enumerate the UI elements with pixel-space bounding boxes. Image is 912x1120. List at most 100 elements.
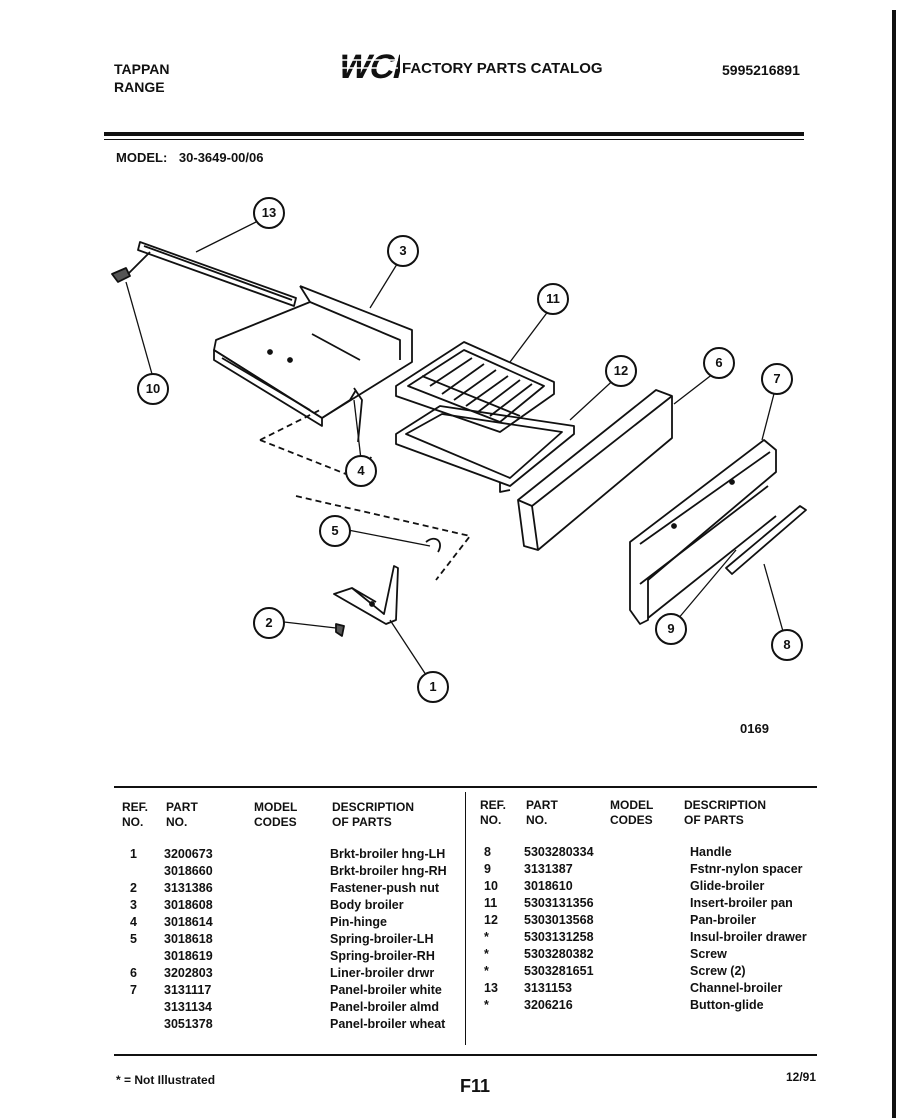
part-no: 5303131356 [524, 896, 594, 910]
brand-block: TAPPAN RANGE [114, 60, 169, 96]
model-label: MODEL: [116, 150, 168, 165]
part-no: 5303280382 [524, 947, 594, 961]
part-no: 5303280334 [524, 845, 594, 859]
description: Brkt-broiler hng-RH [330, 864, 447, 878]
part-no: 5303281651 [524, 964, 594, 978]
catalog-title: FACTORY PARTS CATALOG [402, 60, 603, 77]
callout-9: 9 [655, 613, 687, 645]
table-column-divider [465, 792, 466, 1045]
figure-number: 0169 [740, 721, 769, 736]
ref-no: * [484, 998, 489, 1012]
header-ref-no-right: REF.NO. [480, 798, 507, 827]
callout-5: 5 [319, 515, 351, 547]
description: Screw [690, 947, 727, 961]
part-no: 3018614 [164, 915, 213, 929]
part-pin-hinge [353, 387, 363, 443]
catalog-number: 5995216891 [722, 62, 800, 78]
part-fastener-push-nut [335, 623, 345, 637]
part-bracket-broiler-hinge [333, 565, 399, 625]
callout-12: 12 [605, 355, 637, 387]
ref-no: 5 [130, 932, 137, 946]
footnote: * = Not Illustrated [116, 1073, 216, 1087]
model-line: MODEL: 30-3649-00/06 [116, 150, 271, 165]
description: Liner-broiler drwr [330, 966, 435, 980]
description: Handle [690, 845, 732, 859]
part-no: 3051378 [164, 1017, 213, 1031]
svg-text:WCI: WCI [335, 48, 400, 85]
part-no: 3131387 [524, 862, 573, 876]
ref-no: 10 [484, 879, 498, 893]
description: Insul-broiler drawer [690, 930, 807, 944]
exploded-parts-diagram [111, 215, 807, 685]
part-pan-broiler [395, 405, 575, 493]
page-border [892, 10, 896, 1118]
callout-6: 6 [703, 347, 735, 379]
description: Panel-broiler wheat [330, 1017, 446, 1031]
part-no: 3202803 [164, 966, 213, 980]
header-rule [104, 132, 804, 136]
ref-no: * [484, 947, 489, 961]
ref-no: * [484, 964, 489, 978]
wci-logo: WCI [335, 48, 400, 85]
part-no: 3131134 [164, 1000, 212, 1014]
callout-8: 8 [771, 629, 803, 661]
description: Body broiler [330, 898, 404, 912]
header-rule-thin [104, 139, 804, 140]
part-no: 5303131258 [524, 930, 594, 944]
ref-no: 12 [484, 913, 498, 927]
callout-7: 7 [761, 363, 793, 395]
description: Insert-broiler pan [690, 896, 793, 910]
part-spring-broiler [425, 537, 441, 553]
description: Pan-broiler [690, 913, 756, 927]
callout-13: 13 [253, 197, 285, 229]
callout-11: 11 [537, 283, 569, 315]
callout-2: 2 [253, 607, 285, 639]
part-no: 3131153 [524, 981, 572, 995]
ref-no: 11 [484, 896, 498, 910]
parts-row: * 5303281651 Screw (2) [476, 963, 812, 980]
part-glide-broiler [111, 251, 151, 283]
callout-10: 10 [137, 373, 169, 405]
ref-no: 1 [130, 847, 137, 861]
part-liner-broiler-drawer [517, 389, 673, 551]
ref-no: 9 [484, 862, 491, 876]
description: Channel-broiler [690, 981, 783, 995]
part-no: 3018619 [164, 949, 213, 963]
part-body-broiler [213, 285, 413, 427]
part-no: 3131117 [164, 983, 212, 997]
description: Panel-broiler almd [330, 1000, 440, 1014]
description: Screw (2) [690, 964, 746, 978]
part-no: 3018660 [164, 864, 213, 878]
table-top-rule [114, 786, 817, 788]
callout-4: 4 [345, 455, 377, 487]
parts-row: 3131134 Panel-broiler almd [120, 999, 460, 1016]
parts-row: * 3206216 Button-glide [476, 997, 812, 1014]
description: Button-glide [690, 998, 764, 1012]
header-ref-no-left: REF.NO. [122, 800, 149, 829]
part-no: 3206216 [524, 998, 573, 1012]
part-channel-broiler [137, 241, 297, 307]
part-no: 3131386 [164, 881, 213, 895]
callout-1: 1 [417, 671, 449, 703]
description: Panel-broiler white [330, 983, 442, 997]
ref-no: 6 [130, 966, 137, 980]
